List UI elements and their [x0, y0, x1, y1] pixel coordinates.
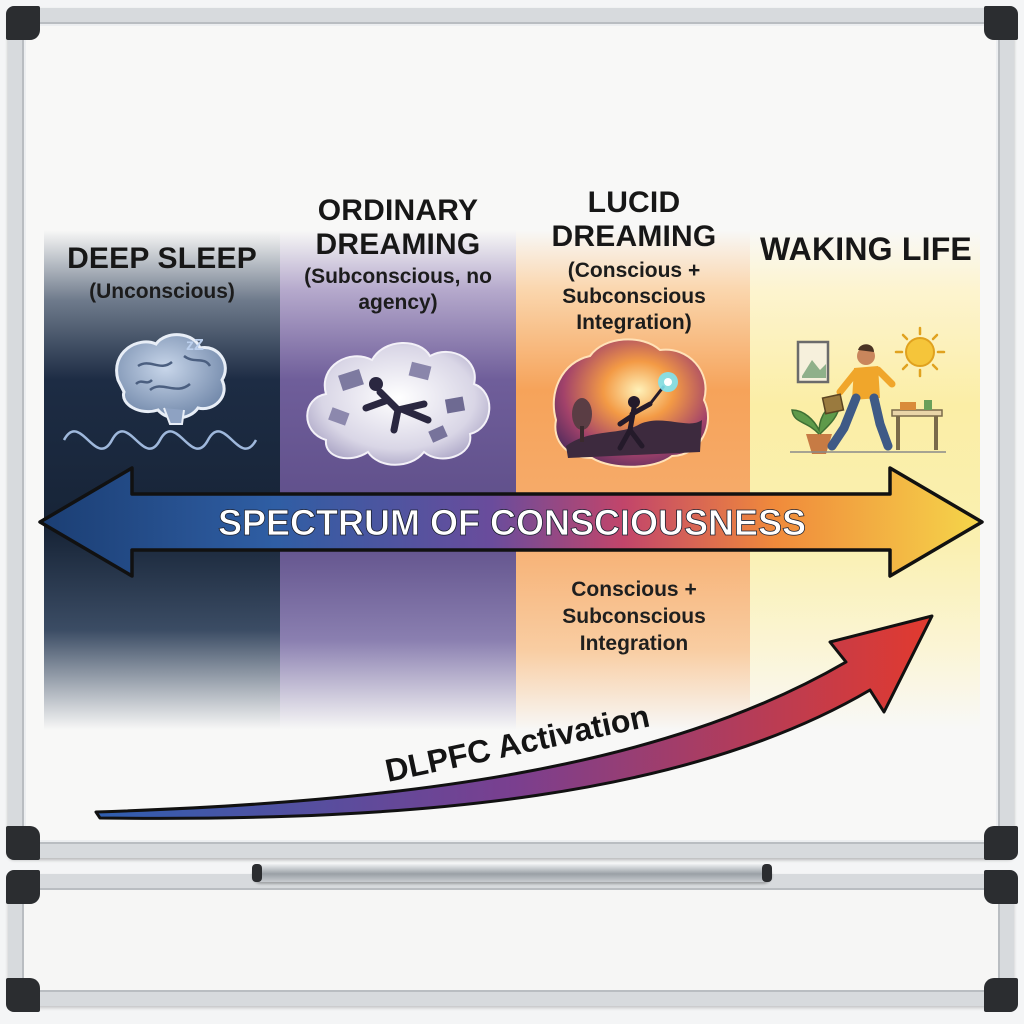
frame-corner	[984, 870, 1018, 904]
sun-icon	[894, 326, 946, 378]
spectrum-arrow	[38, 466, 984, 578]
deep-sleep-band	[44, 230, 280, 730]
person-walking-icon	[821, 344, 896, 451]
deep-sleep-title: DEEP SLEEP	[67, 242, 257, 275]
frame-corner	[984, 826, 1018, 860]
integration-note: Conscious + Subconscious Integration	[562, 578, 706, 655]
deep-sleep-subtitle: (Unconscious)	[89, 280, 235, 303]
frame-corner	[6, 978, 40, 1012]
spectrum-label: SPECTRUM OF CONSCIOUSNESS	[218, 502, 806, 543]
frame-corner	[984, 978, 1018, 1012]
zz-text: zZ	[186, 337, 204, 354]
marker-tray	[252, 864, 772, 882]
lucid-dreaming-subtitle: (Conscious + Subconscious Integration)	[562, 259, 706, 334]
ordinary-dreaming-band	[280, 230, 516, 730]
waking-life-title: WAKING LIFE	[760, 231, 972, 267]
waking-scene-icon	[790, 326, 946, 454]
dream-cloud-icon	[306, 342, 491, 466]
lucid-scene-icon	[552, 338, 709, 468]
desk-icon	[891, 400, 943, 450]
ordinary-dreaming-title: ORDINARY DREAMING	[315, 194, 481, 261]
activation-arrow	[94, 614, 934, 820]
ordinary-dreaming-subtitle: (Subconscious, no agency)	[304, 265, 492, 314]
frame-corner	[6, 826, 40, 860]
frame-corner	[6, 6, 40, 40]
lucid-dreaming-band	[516, 230, 750, 730]
sleep-wave-line	[62, 430, 258, 450]
frame-corner	[984, 6, 1018, 40]
frame-corner	[6, 870, 40, 904]
lucid-dreaming-title: LUCID DREAMING	[551, 186, 717, 253]
brain-icon	[115, 333, 227, 425]
